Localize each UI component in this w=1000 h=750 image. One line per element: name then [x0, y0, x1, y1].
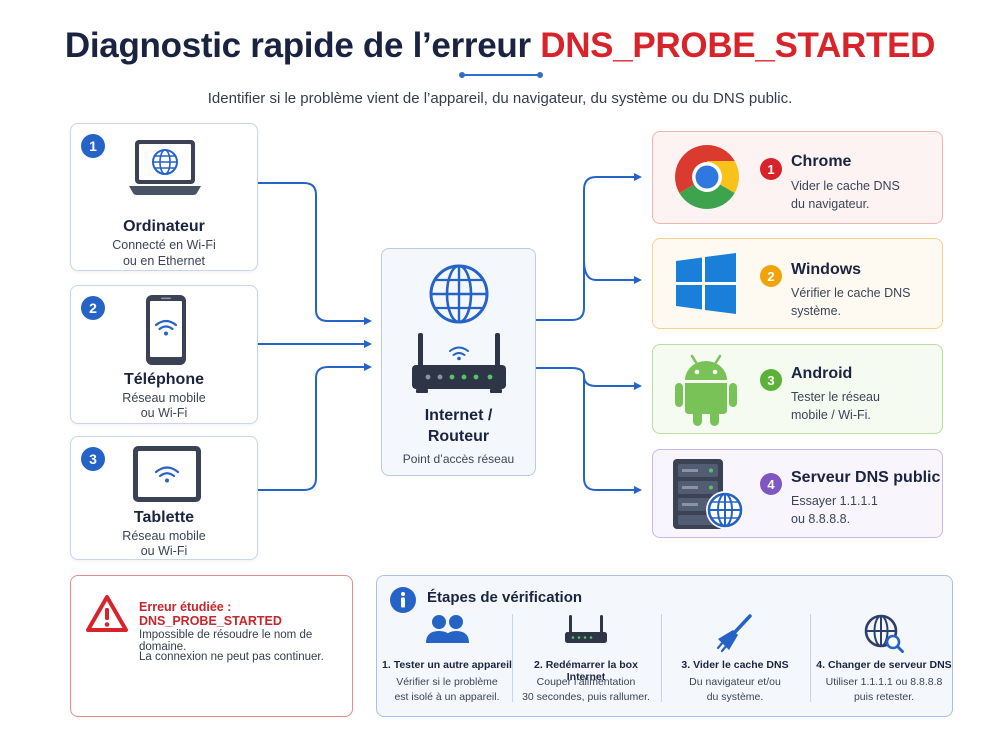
- warning-icon: [85, 594, 129, 634]
- step-1: 1. Tester un autre appareil Vérifier si …: [377, 611, 517, 711]
- device-name: Téléphone: [123, 371, 204, 388]
- hub-name: Internet /Routeur: [424, 407, 493, 445]
- step-3: 3. Vider le cache DNS Du navigateur et/o…: [665, 611, 805, 711]
- device-desc-line1: Connecté en Wi-Fi: [112, 238, 216, 252]
- error-line-1: Impossible de résoudre le nom de domaine…: [139, 629, 313, 653]
- steps-title: Étapes de vérification: [427, 589, 583, 606]
- page-subtitle: Identifier si le problème vient de l’app…: [207, 90, 793, 107]
- step-title: 1. Tester un autre appareil: [382, 659, 512, 671]
- phone-wifi-icon: [144, 294, 188, 366]
- error-line-2: La connexion ne peut pas continuer.: [139, 651, 324, 663]
- windows-icon: [674, 252, 738, 316]
- step-4: 4. Changer de serveur DNS Utiliser 1.1.1…: [814, 611, 954, 711]
- laptop-globe-icon: [126, 137, 204, 201]
- device-desc-line1: Réseau mobile: [122, 391, 206, 405]
- router-icon: [563, 613, 609, 647]
- info-icon: [389, 586, 417, 614]
- tablet-wifi-icon: [132, 445, 202, 503]
- step-divider: [661, 614, 662, 702]
- chrome-icon: [671, 141, 743, 213]
- step-title: 3. Vider le cache DNS: [681, 659, 789, 671]
- broom-icon: [715, 613, 755, 653]
- steps-box: Étapes de vérification 1. Tester un autr…: [376, 575, 953, 717]
- step-2: 2. Redémarrer la box Internet Couper l’a…: [516, 611, 656, 711]
- error-title: Erreur étudiée : DNS_PROBE_STARTED: [139, 600, 282, 628]
- target-number-badge: 2: [760, 265, 782, 287]
- device-desc-line2: ou en Ethernet: [122, 254, 205, 268]
- target-title: Windows: [791, 261, 862, 278]
- target-number-badge: 1: [760, 158, 782, 180]
- title-main: Diagnostic rapide de l’erreur: [64, 26, 541, 65]
- arrow-hub-windows: [583, 259, 642, 284]
- arrow-hub-android: [536, 367, 642, 390]
- router-icon: [408, 327, 510, 397]
- target-number-badge: 3: [760, 369, 782, 391]
- title-error-code: DNS_PROBE_STARTED: [540, 26, 936, 65]
- target-title: Chrome: [791, 153, 852, 170]
- arrow-tablette-hub: [258, 363, 372, 491]
- device-desc-line2: ou Wi-Fi: [140, 544, 188, 558]
- arrow-ordinateur-hub: [258, 182, 372, 325]
- device-desc-line1: Réseau mobile: [122, 529, 206, 543]
- device-card-ordinateur: 1 Ordinateur Connecté en Wi-Fi ou en Eth…: [70, 123, 258, 271]
- device-number-badge: 2: [81, 296, 105, 320]
- device-name: Tablette: [133, 509, 195, 526]
- target-title: Android: [791, 365, 853, 382]
- target-title: Serveur DNS public: [791, 469, 941, 486]
- arrow-hub-chrome: [536, 173, 642, 321]
- dns-server-icon: [671, 457, 745, 533]
- step-divider: [810, 614, 811, 702]
- device-desc-line2: ou Wi-Fi: [140, 406, 188, 420]
- title-divider: [459, 72, 543, 78]
- users-icon: [424, 613, 470, 645]
- page-title: Diagnostic rapide de l’erreur DNS_PROBE_…: [0, 26, 1000, 66]
- step-title: 2. Redémarrer la box Internet: [534, 659, 638, 683]
- step-title: 4. Changer de serveur DNS: [816, 659, 952, 671]
- device-number-badge: 1: [81, 134, 105, 158]
- device-number-badge: 3: [81, 447, 105, 471]
- hub-desc: Point d’accès réseau: [402, 452, 515, 466]
- error-box: Erreur étudiée : DNS_PROBE_STARTED Impos…: [70, 575, 353, 717]
- device-name: Ordinateur: [123, 218, 205, 235]
- device-card-telephone: 2 Téléphone Réseau mobile ou Wi-Fi: [70, 285, 258, 424]
- android-icon: [674, 352, 738, 428]
- target-number-badge: 4: [760, 473, 782, 495]
- globe-icon: [428, 263, 490, 325]
- arrow-hub-dns: [583, 376, 642, 494]
- internet-router-hub: Internet /Routeur Point d’accès réseau: [381, 248, 536, 476]
- step-divider: [512, 614, 513, 702]
- device-card-tablette: 3 Tablette Réseau mobile ou Wi-Fi: [70, 436, 258, 560]
- globe-search-icon: [863, 613, 905, 653]
